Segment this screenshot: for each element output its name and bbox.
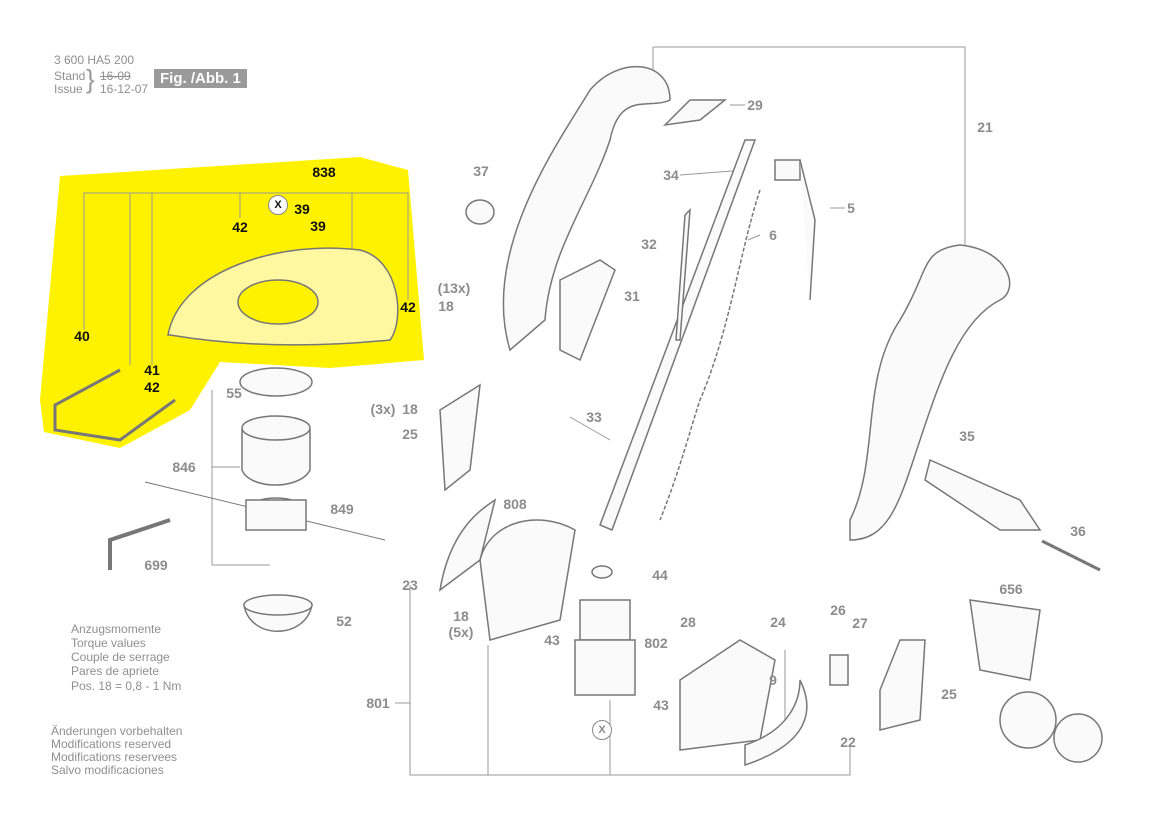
part-label: 42 <box>144 379 160 395</box>
part-label: 37 <box>473 163 489 179</box>
part-number: 3 600 HA5 200 <box>54 53 135 67</box>
part-label: 26 <box>830 602 846 618</box>
part-label: 24 <box>770 614 786 630</box>
part-label: 36 <box>1070 523 1086 539</box>
quantity-label: (3x) <box>370 401 396 417</box>
note-line: Salvo modificaciones <box>51 763 164 777</box>
part-label: 27 <box>852 615 868 631</box>
part-label: 29 <box>747 97 763 113</box>
part-label: 43 <box>653 697 669 713</box>
part-label: 39 <box>310 218 326 234</box>
part-label: 25 <box>941 686 957 702</box>
part-label: 34 <box>663 167 679 183</box>
part-label: 55 <box>226 385 242 401</box>
note-line: Modifications reservees <box>51 750 178 764</box>
part-label: 32 <box>641 236 657 252</box>
stand-label: Stand <box>54 69 86 83</box>
torque-line: Torque values <box>71 636 146 650</box>
part-label: 801 <box>366 695 390 711</box>
part-label: 43 <box>544 632 560 648</box>
part-label: 18 <box>453 608 469 624</box>
part-label: 25 <box>402 426 418 442</box>
part-label: 656 <box>999 581 1023 597</box>
torque-line: Pos. 18 = 0,8 - 1 Nm <box>71 679 182 693</box>
part-label: 838 <box>312 164 336 180</box>
part-label: 40 <box>74 328 90 344</box>
part-label: 6 <box>769 227 777 243</box>
figure-label: Fig. /Abb. 1 <box>154 69 247 88</box>
part-label: 21 <box>977 119 993 135</box>
issue-date: 16-12-07 <box>100 82 149 96</box>
part-sketches <box>53 65 1103 767</box>
part-label: 35 <box>959 428 975 444</box>
issue-label: Issue <box>54 82 83 96</box>
torque-line: Couple de serrage <box>71 650 170 664</box>
reference-x-marker: X <box>592 720 612 740</box>
part-label: 42 <box>232 219 248 235</box>
part-label: 846 <box>172 459 196 475</box>
note-line: Modifications reserved <box>51 737 172 751</box>
part-label: 699 <box>144 557 168 573</box>
part-label: 31 <box>624 288 640 304</box>
part-label: 39 <box>294 201 310 217</box>
torque-line: Anzugsmomente <box>71 622 162 636</box>
part-label: 5 <box>847 200 855 216</box>
part-label: 41 <box>144 362 160 378</box>
stand-date: 16-09 <box>100 69 131 83</box>
part-label: 23 <box>402 577 418 593</box>
part-label: 44 <box>652 567 668 583</box>
torque-line: Pares de apriete <box>71 664 160 678</box>
quantity-label: (13x) <box>437 280 471 296</box>
part-label: 42 <box>400 299 416 315</box>
part-label: 849 <box>330 501 354 517</box>
brace-icon: } <box>86 64 95 94</box>
part-label: 802 <box>644 635 668 651</box>
reference-x-marker: X <box>268 195 288 215</box>
part-label: 18 <box>402 401 418 417</box>
part-label: 28 <box>680 614 696 630</box>
part-label: 52 <box>336 613 352 629</box>
part-label: 9 <box>769 672 777 688</box>
quantity-label: (5x) <box>448 624 474 640</box>
part-label: 22 <box>840 734 856 750</box>
note-line: Änderungen vorbehalten <box>51 724 183 738</box>
part-label: 808 <box>503 496 527 512</box>
part-label: 18 <box>438 298 454 314</box>
part-label: 33 <box>586 409 602 425</box>
